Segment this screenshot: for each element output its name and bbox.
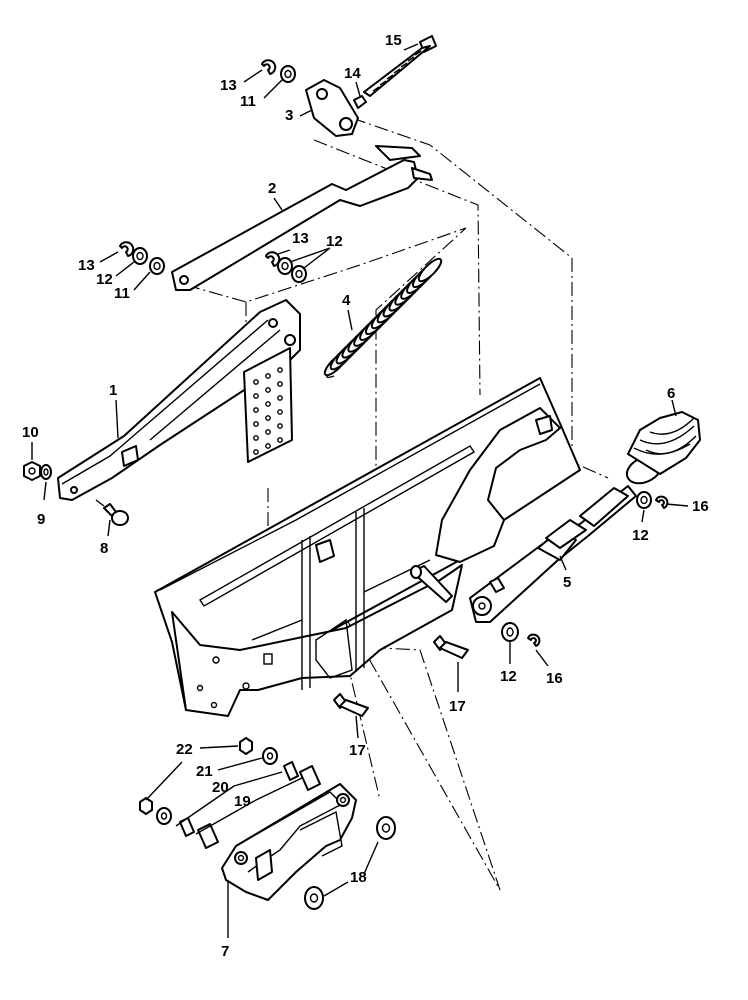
spring-coil	[417, 257, 443, 283]
callout-4: 4	[342, 292, 351, 309]
callout-20: 20	[212, 779, 229, 796]
main-housing	[154, 377, 581, 717]
callout-17: 17	[449, 698, 466, 715]
nut-part-14	[353, 95, 367, 109]
pin-part-8	[95, 499, 129, 526]
lever-arm-part-1	[57, 299, 301, 501]
callout-21: 21	[196, 763, 213, 780]
bracket-hardware-parts-18-22	[139, 737, 396, 910]
callout-17: 17	[349, 742, 366, 759]
callout-6: 6	[667, 385, 675, 402]
callout-14: 14	[344, 65, 361, 82]
callout-12: 12	[326, 233, 343, 250]
clevis-part-3	[305, 79, 359, 137]
callout-15: 15	[385, 32, 402, 49]
boot-part-6	[625, 411, 701, 485]
bolts-part-17	[333, 635, 469, 717]
bracket-part-7	[221, 783, 357, 901]
leader-lines	[31, 43, 689, 938]
callout-9: 9	[37, 511, 45, 528]
adjustment-plate-holes	[253, 367, 283, 455]
top-washers	[119, 59, 307, 283]
callout-22: 22	[176, 741, 193, 758]
callout-18: 18	[350, 869, 367, 886]
callout-12: 12	[632, 527, 649, 544]
bolt-part-15	[363, 35, 437, 97]
callout-13: 13	[220, 77, 237, 94]
right-washers	[501, 491, 669, 647]
callout-10: 10	[22, 424, 39, 441]
link-rod-part-2	[171, 145, 433, 291]
callout-16: 16	[546, 670, 563, 687]
callout-7: 7	[221, 943, 229, 960]
callout-16: 16	[692, 498, 709, 515]
callout-13: 13	[78, 257, 95, 274]
callout-5: 5	[563, 574, 571, 591]
callout-3: 3	[285, 107, 293, 124]
callout-12: 12	[96, 271, 113, 288]
callout-2: 2	[268, 180, 276, 197]
callout-12: 12	[500, 668, 517, 685]
callout-11: 11	[240, 93, 256, 110]
callout-11: 11	[114, 285, 130, 302]
callout-8: 8	[100, 540, 108, 557]
callout-13: 13	[292, 230, 309, 247]
cylinder-part-5	[410, 485, 637, 623]
callout-1: 1	[109, 382, 117, 399]
spring-part-4	[323, 257, 443, 379]
nut-washer-parts-9-10	[23, 461, 52, 481]
callout-labels: 15 14 13 11 3 2 13 12 13 12 11 4 1 10 9 …	[22, 32, 709, 960]
callout-19: 19	[234, 793, 251, 810]
